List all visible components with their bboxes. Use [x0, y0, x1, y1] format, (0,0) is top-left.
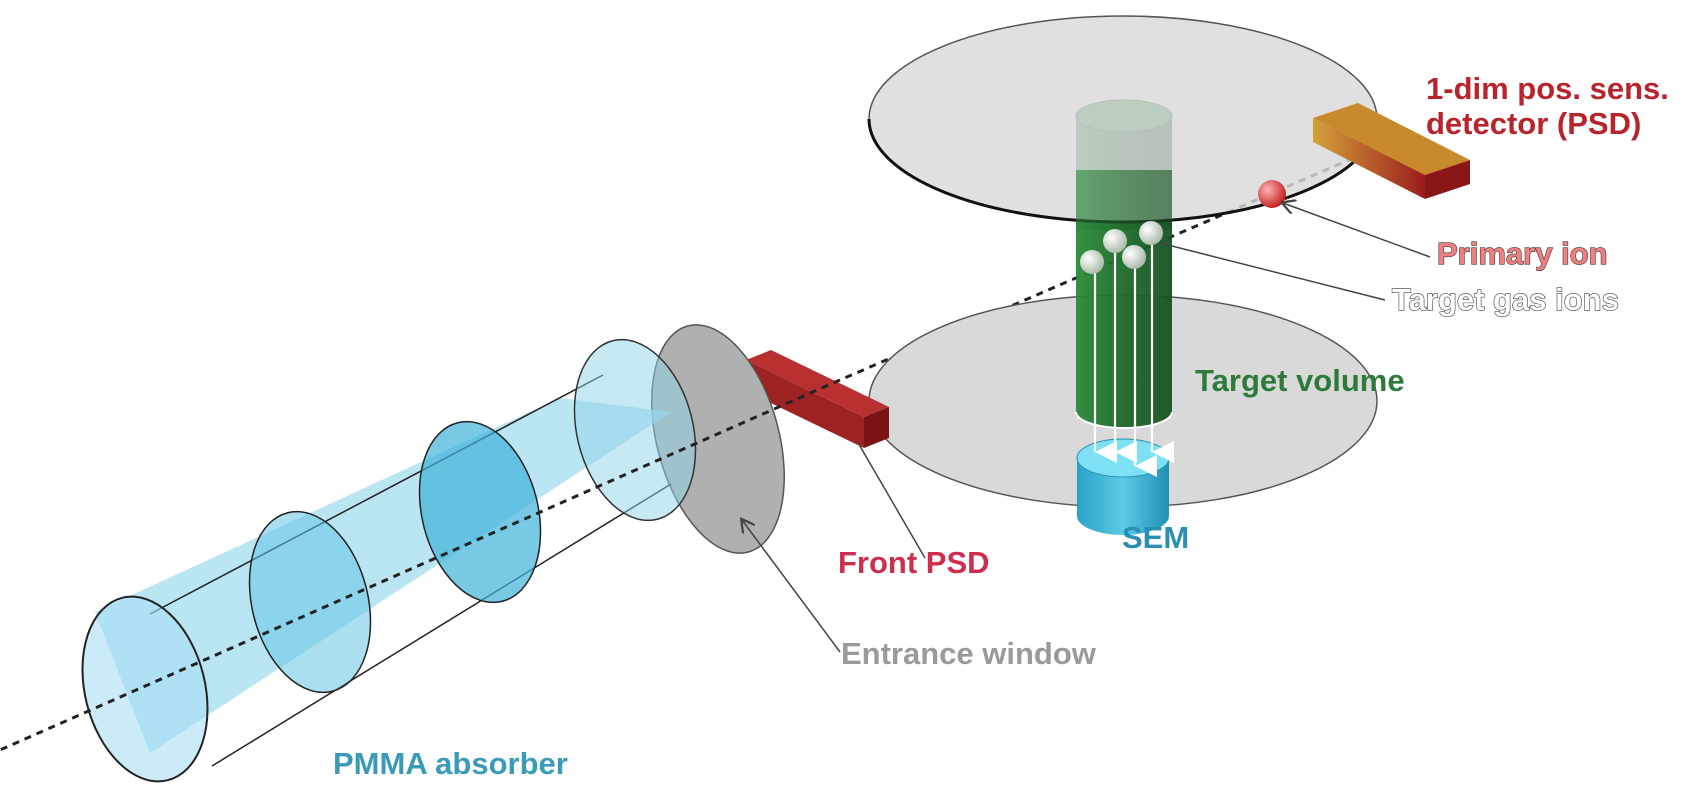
front-psd-label: Front PSD [838, 545, 990, 580]
psd-label-line-2: detector (PSD) [1426, 105, 1642, 141]
psd-label-line-1: 1-dim pos. sens. [1426, 71, 1669, 106]
front-psd-bar [746, 350, 889, 448]
entrance-window-label: Entrance window [841, 636, 1096, 671]
drift-arrows [1093, 236, 1174, 477]
target-volume-label: Target volume [1195, 363, 1405, 398]
primary-ion-label: Primary ion [1436, 236, 1608, 272]
primary-ion [1258, 180, 1286, 208]
pmma-absorber-label: PMMA absorber [333, 746, 568, 781]
target-gas-ions-label: Target gas ions [1391, 282, 1619, 318]
psd-label: 1-dim pos. sens. detector (PSD) [1426, 71, 1669, 141]
sem-label: SEM [1122, 520, 1190, 555]
target-gas-ions [1080, 221, 1163, 274]
beam-path-front [0, 378, 841, 752]
leader-lines [742, 203, 1431, 653]
psd-detector-top [1313, 103, 1470, 199]
pmma-absorber [81, 338, 697, 783]
